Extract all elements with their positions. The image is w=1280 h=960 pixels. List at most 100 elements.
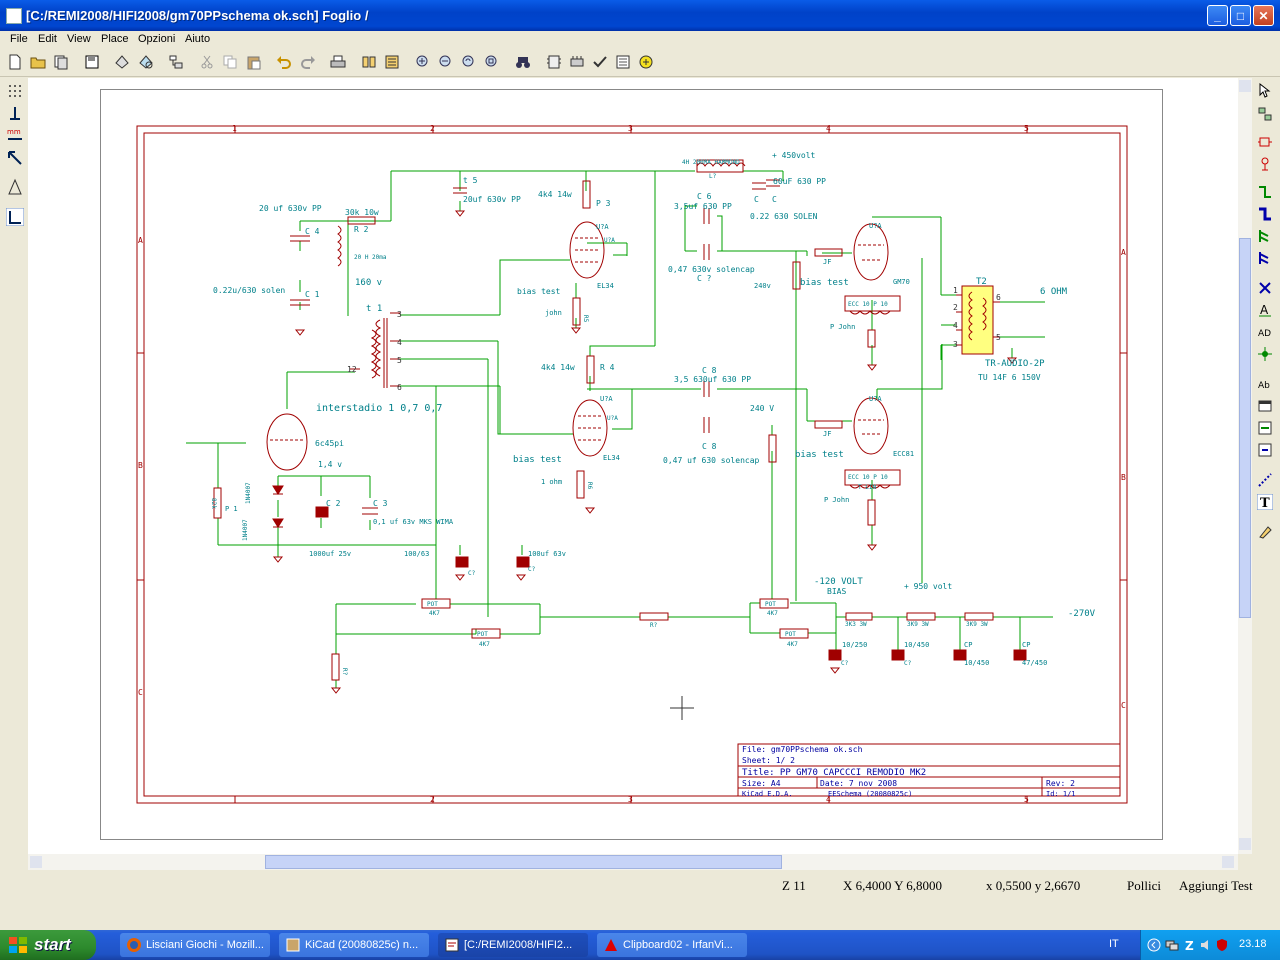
horizontal-scrollbar[interactable]	[28, 854, 1238, 870]
junction-icon[interactable]	[1257, 346, 1273, 362]
lbl-4k4: 4k4 14w	[538, 190, 572, 199]
schematic-canvas[interactable]: 1 2 3 4 5 2 3 4 5 A B C A B C	[28, 78, 1238, 854]
lbl-R7a: R?	[650, 622, 658, 629]
global-label-icon[interactable]: AD	[1257, 324, 1273, 340]
print-icon[interactable]	[330, 54, 346, 70]
lbl-bias: BIAS	[827, 587, 846, 596]
undo-icon[interactable]	[276, 54, 292, 70]
hier-sheet-icon[interactable]	[1257, 398, 1273, 414]
menu-aiuto[interactable]: Aiuto	[185, 33, 211, 45]
tray-expand-icon[interactable]	[1147, 938, 1161, 952]
bom-icon[interactable]	[384, 54, 400, 70]
lbl-JF2: JF	[823, 430, 831, 438]
lbl-C7c: C?	[841, 660, 849, 667]
lbl-t5: t 5	[463, 176, 478, 185]
task-irfanview[interactable]: Clipboard02 - IrfanVi...	[597, 933, 747, 957]
horizontal-scroll-thumb[interactable]	[265, 855, 782, 869]
paste-icon[interactable]	[246, 54, 262, 70]
sheet-pin-icon[interactable]	[1257, 442, 1273, 458]
component-editor-icon[interactable]	[546, 54, 562, 70]
vertical-scroll-thumb[interactable]	[1239, 238, 1251, 618]
hierarchy-icon[interactable]	[168, 54, 184, 70]
main-toolbar	[0, 50, 1280, 77]
cvpcb-icon[interactable]	[569, 54, 585, 70]
vertical-scrollbar[interactable]	[1238, 78, 1252, 854]
task-kicad[interactable]: KiCad (20080825c) n...	[279, 933, 429, 957]
import-pin-icon[interactable]	[1257, 420, 1273, 436]
graphic-line-icon[interactable]	[1257, 472, 1273, 488]
cursor-shape-icon[interactable]	[6, 149, 24, 167]
open-project-icon[interactable]	[53, 54, 69, 70]
scroll-down-arrow[interactable]	[1239, 838, 1251, 850]
close-button[interactable]: ✕	[1253, 5, 1274, 26]
lbl-35uf: 3,5uf 630 PP	[674, 202, 732, 211]
library-browser-icon[interactable]	[138, 54, 154, 70]
units-mm-icon[interactable]: mm	[6, 127, 24, 145]
menu-place[interactable]: Place	[101, 33, 129, 45]
zoom-fit-icon[interactable]	[484, 54, 500, 70]
zonealarm-icon[interactable]: Z	[1183, 938, 1197, 952]
task-irfanview-label: Clipboard02 - IrfanVi...	[623, 939, 733, 951]
redo-icon[interactable]	[300, 54, 316, 70]
add-component-icon[interactable]	[1257, 134, 1273, 150]
bus-bus-entry-icon[interactable]	[1257, 250, 1273, 266]
add-wire-icon[interactable]	[1257, 184, 1273, 200]
units-inch-icon[interactable]	[6, 105, 24, 123]
lbl-P1: P 1	[225, 505, 238, 513]
backannotate-icon[interactable]	[638, 54, 654, 70]
maximize-button[interactable]: □	[1230, 5, 1251, 26]
menu-opzioni[interactable]: Opzioni	[138, 33, 176, 45]
zoom-in-icon[interactable]	[415, 54, 431, 70]
scroll-up-arrow[interactable]	[1239, 80, 1251, 92]
clock: 23.18	[1239, 938, 1267, 950]
menu-view[interactable]: View	[67, 33, 91, 45]
annotate-icon[interactable]	[114, 54, 130, 70]
pcbnew-icon[interactable]	[615, 54, 631, 70]
find-icon[interactable]	[515, 54, 531, 70]
zoom-redraw-icon[interactable]	[461, 54, 477, 70]
network-icon[interactable]	[1165, 938, 1179, 952]
minimize-button[interactable]: _	[1207, 5, 1228, 26]
volume-icon[interactable]	[1199, 938, 1213, 952]
scroll-right-arrow[interactable]	[1222, 856, 1234, 868]
status-mode: Aggiungi Test	[1179, 878, 1253, 893]
lbl-U7A-1: U?A	[596, 223, 609, 231]
add-power-icon[interactable]	[1257, 156, 1273, 172]
task-eeschema[interactable]: [C:/REMI2008/HIFI2...	[438, 933, 588, 957]
lbl-ecc1: ECC 10 P 10	[848, 301, 888, 308]
language-indicator[interactable]: IT	[1109, 938, 1119, 950]
graphic-text-icon[interactable]: T	[1257, 494, 1273, 510]
new-file-icon[interactable]	[7, 54, 23, 70]
menu-edit[interactable]: Edit	[38, 33, 57, 45]
components	[213, 159, 1027, 694]
hierarchy-nav-icon[interactable]	[1257, 106, 1273, 122]
grid-toggle-icon[interactable]	[6, 82, 24, 100]
wire-bus-entry-icon[interactable]	[1257, 228, 1273, 244]
cut-icon[interactable]	[199, 54, 215, 70]
no-connect-icon[interactable]	[1257, 280, 1273, 296]
lbl-3k3: 3K3 3W	[845, 621, 867, 628]
select-arrow-icon[interactable]	[1257, 82, 1273, 98]
antivirus-icon[interactable]	[1215, 938, 1229, 952]
copy-icon[interactable]	[222, 54, 238, 70]
lbl-T2: T2	[976, 277, 987, 287]
task-firefox[interactable]: Lisciani Giochi - Mozill...	[120, 933, 270, 957]
tb-kicad: KiCad E.D.A.	[742, 790, 793, 798]
menu-file[interactable]: File	[10, 33, 28, 45]
netlist-icon[interactable]	[361, 54, 377, 70]
hier-label-icon[interactable]: Ab	[1257, 376, 1273, 392]
zoom-out-icon[interactable]	[438, 54, 454, 70]
pin-numbers: 3 4 5 6 12 1 2 4 3 6 5	[347, 286, 1001, 392]
start-button[interactable]: start	[0, 930, 96, 960]
scroll-left-arrow[interactable]	[30, 856, 42, 868]
add-bus-icon[interactable]	[1257, 206, 1273, 222]
delete-item-icon[interactable]	[1257, 524, 1273, 540]
erc-icon[interactable]	[592, 54, 608, 70]
save-icon[interactable]	[84, 54, 100, 70]
wire-angle-icon[interactable]	[6, 208, 24, 226]
open-file-icon[interactable]	[30, 54, 46, 70]
lbl-R4: R 4	[600, 363, 615, 372]
hidden-pins-icon[interactable]	[6, 178, 24, 196]
net-label-icon[interactable]: A	[1257, 302, 1273, 318]
lbl-14v: 1,4 v	[318, 460, 342, 469]
